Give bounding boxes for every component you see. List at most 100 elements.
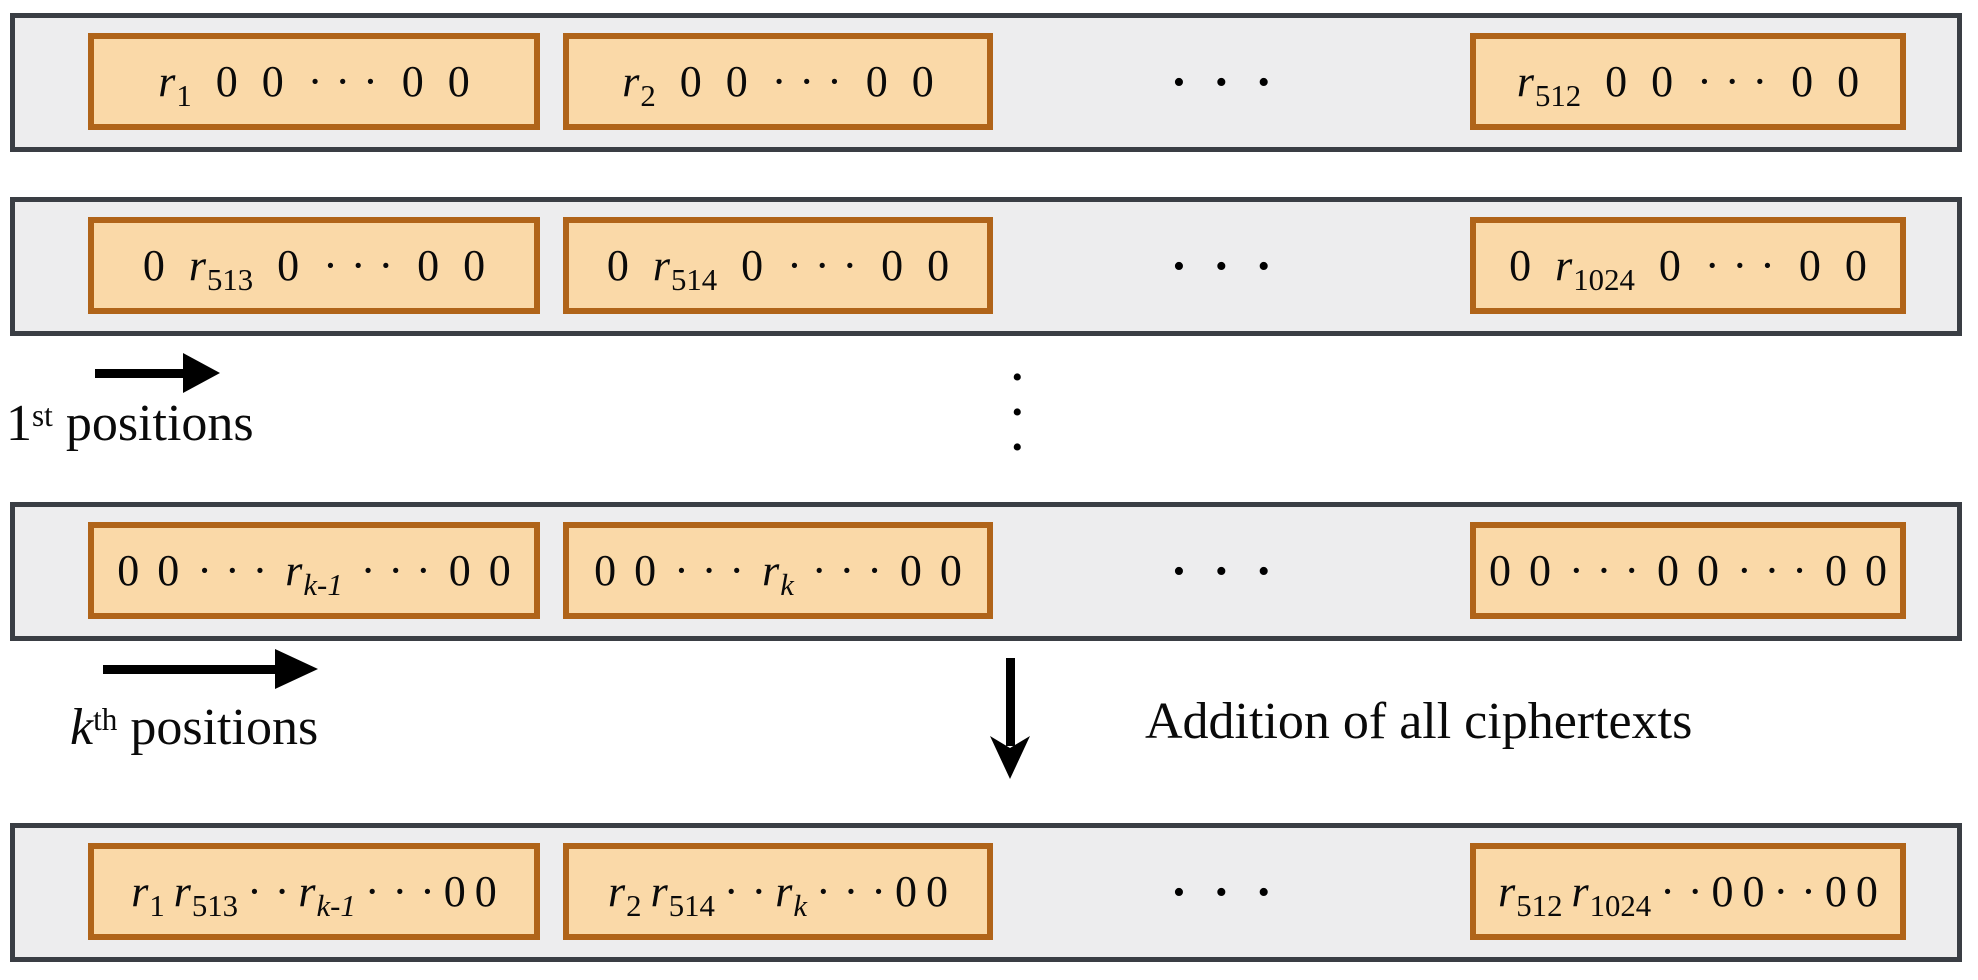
slot-zero: 0 — [927, 240, 950, 290]
slot-zero: 0 — [463, 240, 486, 290]
slot-value: rk-1 — [285, 545, 343, 603]
inline-ellipsis: ··· — [197, 545, 281, 595]
ellipsis-separator: • • • — [1173, 247, 1272, 285]
label-rest: positions — [117, 699, 319, 756]
slot-zero: 0 — [443, 866, 466, 916]
slot-zero: 0 — [1489, 545, 1512, 595]
slot-zero: 0 — [1864, 545, 1887, 595]
inline-ellipsis: ··· — [1697, 56, 1781, 106]
slot-value: rk — [762, 545, 794, 603]
inline-ellipsis: ··· — [674, 545, 758, 595]
slot-zero: 0 — [142, 240, 165, 290]
slot-zero: 0 — [1651, 56, 1674, 106]
slot-zero: 0 — [215, 56, 238, 106]
slot-zero: 0 — [679, 56, 702, 106]
slot-zero: 0 — [401, 56, 424, 106]
slot-zero: 0 — [865, 56, 888, 106]
inline-ellipsis: ··· — [360, 545, 444, 595]
slot-zero: 0 — [1509, 240, 1532, 290]
label-base: 1 — [6, 395, 32, 452]
slot-zero: 0 — [939, 545, 962, 595]
inline-ellipsis: ··· — [323, 240, 407, 290]
inline-ellipsis: ··· — [307, 56, 391, 106]
slot-zero: 0 — [157, 545, 180, 595]
slot-zero: 0 — [894, 866, 917, 916]
inline-ellipsis: ··· — [816, 866, 899, 916]
addition-label: Addition of all ciphertexts — [1145, 693, 1693, 750]
slot-zero: 0 — [1605, 56, 1628, 106]
slot-zero: 0 — [741, 240, 764, 290]
ellipsis-separator: • • • — [1173, 873, 1272, 911]
inline-ellipsis: ··· — [787, 240, 871, 290]
slot-value: r512 — [1516, 56, 1582, 114]
inline-ellipsis: ··· — [364, 866, 448, 916]
slot-zero: 0 — [606, 240, 629, 290]
inline-ellipsis: ··· — [771, 56, 855, 106]
slot-zero: 0 — [261, 56, 284, 106]
slot-zero: 0 — [1824, 866, 1847, 916]
inline-ellipsis: ·· — [1773, 866, 1829, 916]
slot-zero: 0 — [448, 545, 471, 595]
slot-zero: 0 — [117, 545, 140, 595]
slot-value: r2 — [622, 56, 656, 114]
slot-zero: 0 — [1837, 56, 1860, 106]
slot-value: r514 — [652, 240, 718, 298]
slot-value: r2 — [608, 866, 642, 924]
slot-zero: 0 — [488, 545, 511, 595]
inline-ellipsis: ··· — [1704, 240, 1788, 290]
slot-zero: 0 — [881, 240, 904, 290]
kth-positions-label: kth positions — [70, 698, 318, 758]
slot-value: r514 — [650, 866, 715, 924]
down-arrow-icon — [988, 658, 1032, 780]
inline-ellipsis: ··· — [811, 545, 895, 595]
label-ordinal-suffix: th — [93, 701, 118, 737]
slot-zero: 0 — [1742, 866, 1765, 916]
slot-zero: 0 — [1529, 545, 1552, 595]
slot-zero: 0 — [277, 240, 300, 290]
slot-value: r1024 — [1571, 866, 1652, 924]
slot-zero: 0 — [1844, 240, 1867, 290]
slot-zero: 0 — [417, 240, 440, 290]
slot-value: rk-1 — [298, 866, 356, 924]
slot-zero: 0 — [447, 56, 470, 106]
slot-value: r513 — [173, 866, 239, 924]
slot-value: rk — [775, 866, 807, 924]
inline-ellipsis: ·· — [1660, 866, 1716, 916]
slot-value: r513 — [188, 240, 254, 298]
ellipsis-separator: • • • — [1173, 552, 1272, 590]
slot-value: r1 — [158, 56, 192, 114]
inline-ellipsis: ··· — [1569, 545, 1652, 595]
slot-zero: 0 — [1824, 545, 1847, 595]
vertical-ellipsis: • • • — [1012, 361, 1023, 464]
slot-zero: 0 — [925, 866, 948, 916]
slot-zero: 0 — [911, 56, 934, 106]
slot-zero: 0 — [1711, 866, 1734, 916]
label-base: k — [70, 699, 94, 756]
first-positions-label: 1st positions — [6, 394, 254, 454]
slot-zero: 0 — [1855, 866, 1878, 916]
slot-value: r1024 — [1555, 240, 1635, 298]
right-arrow-icon — [103, 648, 318, 690]
inline-ellipsis: ·· — [247, 866, 303, 916]
slot-value: r512 — [1498, 866, 1563, 924]
slot-zero: 0 — [725, 56, 748, 106]
label-ordinal-suffix: st — [32, 397, 53, 433]
slot-zero: 0 — [634, 545, 657, 595]
slot-zero: 0 — [1791, 56, 1814, 106]
slot-zero: 0 — [1697, 545, 1719, 595]
slot-zero: 0 — [1657, 545, 1679, 595]
right-arrow-icon — [95, 352, 220, 394]
